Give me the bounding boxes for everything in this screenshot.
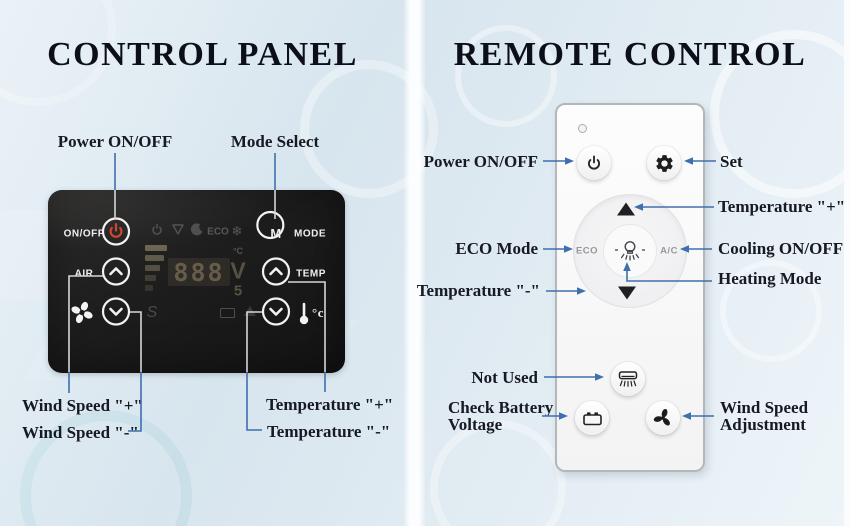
ghost-power-icon (150, 223, 164, 242)
callout-temperature-plus: Temperature "+" (266, 395, 394, 414)
heat-lamp-icon (615, 241, 645, 261)
chevron-up-icon (261, 257, 291, 286)
display-digits: 888 (173, 257, 225, 287)
seven-segment-display: 888 (168, 257, 230, 287)
temp-up-button[interactable] (261, 257, 291, 292)
ac-key[interactable]: A/C (660, 245, 678, 257)
callout-wind-speed-line2: Adjustment (720, 415, 806, 434)
callout-remote-power: Power ON/OFF (423, 152, 538, 171)
mode-label: MODE (294, 228, 326, 240)
level-bar (145, 285, 153, 291)
level-bar (145, 265, 160, 271)
not-used-button[interactable] (611, 362, 645, 396)
chevron-down-icon (261, 297, 291, 326)
display-five: 5 (233, 282, 243, 300)
wind-speed-button[interactable] (646, 401, 680, 435)
gear-icon (655, 154, 673, 172)
callout-heating: Heating Mode (718, 269, 822, 288)
ghost-warning-icon (244, 306, 256, 316)
temp-up-key[interactable] (617, 202, 635, 216)
ir-led (578, 124, 587, 133)
callout-wind-speed-line1: Wind Speed (720, 398, 809, 417)
control-panel: ON/OFF ECO ❄ M MODE AIR (48, 190, 345, 373)
right-edge (844, 0, 850, 526)
callout-mode-select: Mode Select (230, 132, 320, 151)
display-volt: V (230, 257, 246, 284)
callout-set: Set (720, 152, 743, 171)
callout-wind-speed-plus: Wind Speed "+" (22, 396, 143, 415)
power-icon (101, 217, 131, 246)
thermometer-celsius: °c (312, 305, 324, 320)
remote-control-title: REMOTE CONTROL (453, 36, 807, 73)
chevron-up-icon (101, 257, 131, 286)
remote-control: ECO A/C (555, 103, 705, 472)
callout-power-onoff: Power ON/OFF (57, 132, 173, 151)
ghost-moon-icon (190, 223, 204, 241)
callout-remote-temp-minus: Temperature "-" (416, 281, 540, 300)
callout-temperature-minus: Temperature "-" (267, 422, 391, 441)
power-icon (587, 155, 601, 170)
callout-cooling: Cooling ON/OFF (718, 239, 844, 258)
ac-unit-icon (618, 370, 638, 387)
callout-check-battery-line1: Check Battery (448, 398, 554, 417)
onoff-label: ON/OFF (63, 228, 105, 240)
bg-ring (430, 420, 566, 526)
heating-mode-button[interactable] (603, 224, 657, 278)
air-down-button[interactable] (101, 297, 131, 332)
air-up-button[interactable] (101, 257, 131, 292)
temp-label: TEMP (296, 268, 326, 280)
eco-key[interactable]: ECO (575, 245, 599, 257)
mode-button-ring (256, 210, 285, 240)
ghost-snowflake-icon: ❄ (231, 224, 243, 240)
callout-check-battery: Check Battery Voltage (448, 399, 553, 433)
mode-button[interactable]: M (256, 210, 285, 243)
callout-remote-temp-plus: Temperature "+" (718, 197, 846, 216)
callout-wind-speed-minus: Wind Speed "-" (22, 423, 139, 442)
battery-icon (582, 411, 602, 425)
temp-down-key[interactable] (618, 286, 636, 300)
panel-divider (404, 0, 425, 526)
temp-down-button[interactable] (261, 297, 291, 332)
chevron-down-icon (101, 297, 131, 326)
fan-icon (653, 408, 670, 426)
level-bar (145, 245, 167, 251)
power-button[interactable] (101, 217, 131, 252)
thermometer-icon: °c (298, 300, 324, 326)
mode-button-letter: M (270, 226, 282, 241)
battery-check-button[interactable] (575, 401, 609, 435)
remote-power-button[interactable] (577, 146, 611, 180)
callout-eco-mode: ECO Mode (455, 239, 538, 258)
display-fan-swirl: S (146, 304, 158, 321)
fan-icon (68, 299, 96, 332)
ghost-eco-label: ECO (207, 226, 229, 238)
callout-check-battery-line2: Voltage (448, 415, 503, 434)
air-label: AIR (74, 268, 94, 280)
display-celsius: °C (232, 246, 244, 256)
control-panel-title: CONTROL PANEL (47, 36, 358, 73)
ghost-drop-icon (171, 223, 185, 241)
level-bar (145, 275, 156, 281)
callout-not-used: Not Used (471, 368, 538, 387)
set-button[interactable] (647, 146, 681, 180)
level-bar (145, 255, 164, 261)
ghost-battery-icon (220, 308, 235, 318)
callout-wind-speed-adj: Wind Speed Adjustment (720, 399, 808, 433)
